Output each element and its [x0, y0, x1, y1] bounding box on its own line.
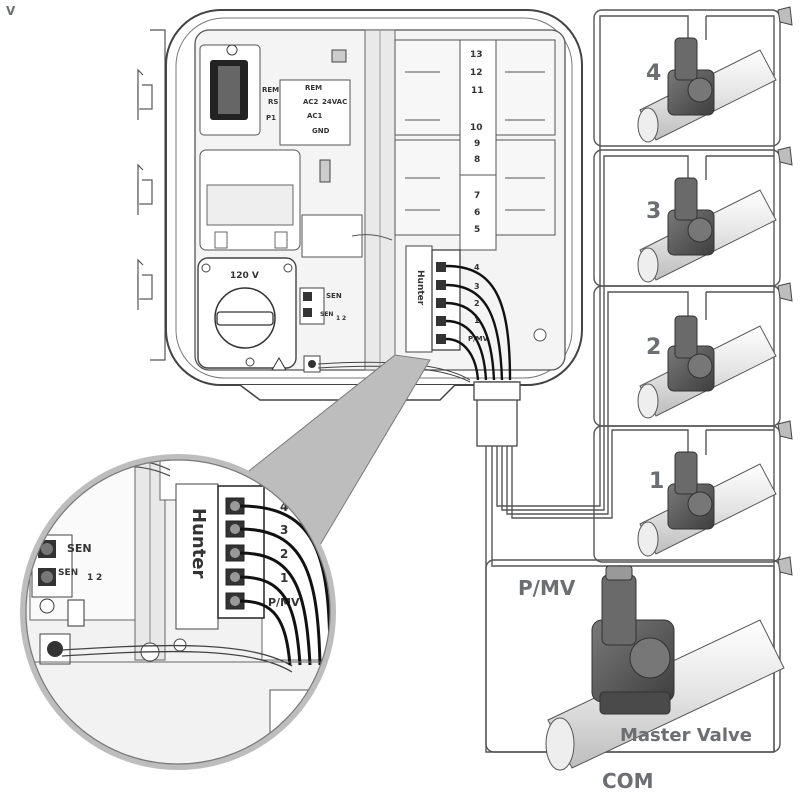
ctrl-st-2: 2 [474, 299, 480, 308]
ctrl-st-4: 4 [474, 263, 480, 272]
zoom-brand: Hunter [188, 508, 209, 579]
strip-11: 11 [471, 86, 484, 96]
zoom-st-pmv: P/MV [268, 596, 300, 609]
strip-6: 6 [474, 208, 480, 218]
com-label: COM [602, 769, 654, 793]
zoom-st-4: 4 [280, 500, 288, 514]
ctrl-terminal-rs: RS [268, 98, 278, 106]
ctrl-terminal-p1: P1 [266, 114, 276, 122]
ctrl-terminal-24vac: 24VAC [322, 98, 347, 106]
conduit [473, 381, 521, 447]
valve-2-label: 2 [646, 335, 661, 360]
valve-4-label: 4 [646, 61, 661, 86]
ctrl-120v-label: 120 V [230, 271, 259, 281]
ctrl-terminal-ac2: AC2 [303, 98, 319, 106]
corner-text: V [6, 4, 16, 18]
ctrl-terminal-rem2: REM [305, 84, 322, 92]
zoom-st-3: 3 [280, 523, 288, 537]
ctrl-st-3: 3 [474, 282, 480, 291]
strip-9: 9 [474, 139, 480, 149]
ctrl-sen2-label: SEN [320, 311, 333, 318]
zoom-st-1: 1 [280, 571, 288, 585]
valve-1: 1 [637, 451, 777, 557]
ctrl-sen-2: 2 [342, 315, 346, 322]
ctrl-terminal-gnd: GND [312, 127, 330, 135]
ctrl-brand: Hunter [415, 270, 425, 306]
zoom-sen-label-2: SEN [58, 568, 78, 578]
door-hinges [137, 29, 166, 361]
controller-cabinet: REM REM AC2 24VAC AC1 GND P1 RS 120 V SE… [137, 9, 583, 401]
ctrl-sen-1: 1 [336, 315, 340, 322]
master-valve-top-label: P/MV [518, 576, 576, 600]
valve-2: 2 [637, 315, 777, 419]
valve-3: 3 [637, 177, 777, 283]
strip-7: 7 [474, 191, 480, 201]
strip-8: 8 [474, 155, 480, 165]
zoom-sen-1: 1 [87, 573, 93, 583]
valve-3-label: 3 [646, 199, 661, 224]
ctrl-terminal-ac1: AC1 [307, 112, 323, 120]
strip-5: 5 [474, 225, 480, 235]
ctrl-sen-label: SEN [326, 292, 342, 300]
warning-icon [271, 357, 287, 371]
strip-13: 13 [470, 50, 483, 60]
zoom-sen-2: 2 [96, 573, 102, 583]
master-valve: P/MV Master Valve [518, 565, 785, 771]
strip-10: 10 [470, 123, 483, 133]
valve-4: 4 [637, 37, 777, 143]
controller-wires [445, 264, 512, 381]
ctrl-terminal-rem: REM [262, 86, 279, 94]
valve-1-label: 1 [649, 469, 664, 494]
zoom-st-2: 2 [280, 547, 288, 561]
strip-12: 12 [470, 68, 483, 78]
zoom-sen-label: SEN [67, 542, 92, 555]
ctrl-st-pmv: P/MV [468, 335, 489, 343]
ctrl-st-1: 1 [474, 316, 480, 325]
master-valve-bottom-label: Master Valve [620, 725, 752, 746]
zoom-callout: 5 SEN SEN 1 2 Hunter [20, 354, 431, 770]
wire-nuts [777, 6, 793, 576]
